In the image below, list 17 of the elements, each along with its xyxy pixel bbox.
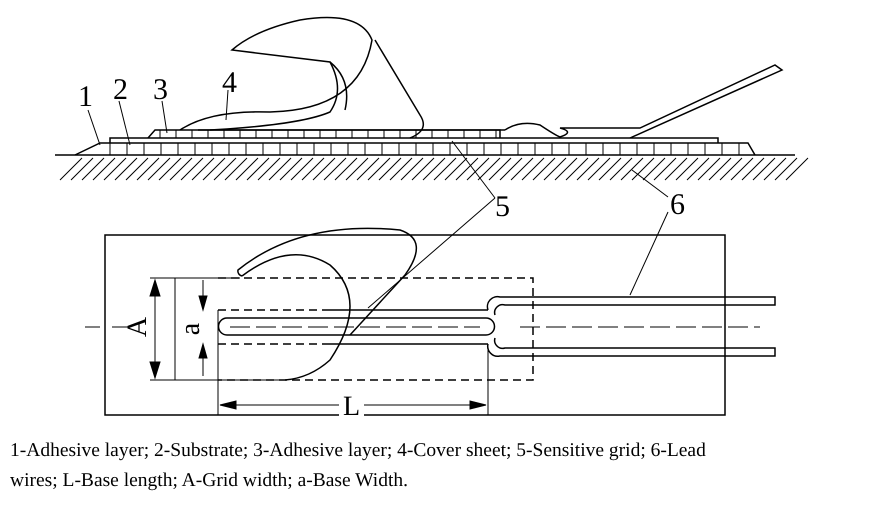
caption: 1-Adhesive layer; 2-Substrate; 3-Adhesive layer; 4-Cover sheet; 5-Sensitive grid; 6-Lead wires; L-Base length; A-Grid width; a-Base Width.	[10, 439, 707, 493]
callout-number: 4	[222, 68, 237, 98]
leader-line	[452, 140, 496, 198]
leader-line	[226, 90, 228, 120]
dimension-label: A	[123, 316, 154, 338]
leader-line	[630, 212, 668, 296]
leader-line	[118, 100, 130, 146]
leader-line	[162, 100, 168, 134]
callout-number: 1	[78, 82, 93, 112]
callout-number: 2	[113, 75, 128, 105]
callout-number: 6	[670, 190, 685, 220]
callout-number: 5	[495, 192, 510, 222]
callout-number: 3	[153, 75, 168, 105]
leader-line	[632, 170, 668, 198]
leader-line	[368, 198, 496, 308]
dimension-label: a	[176, 322, 206, 336]
leader-line	[88, 110, 100, 146]
